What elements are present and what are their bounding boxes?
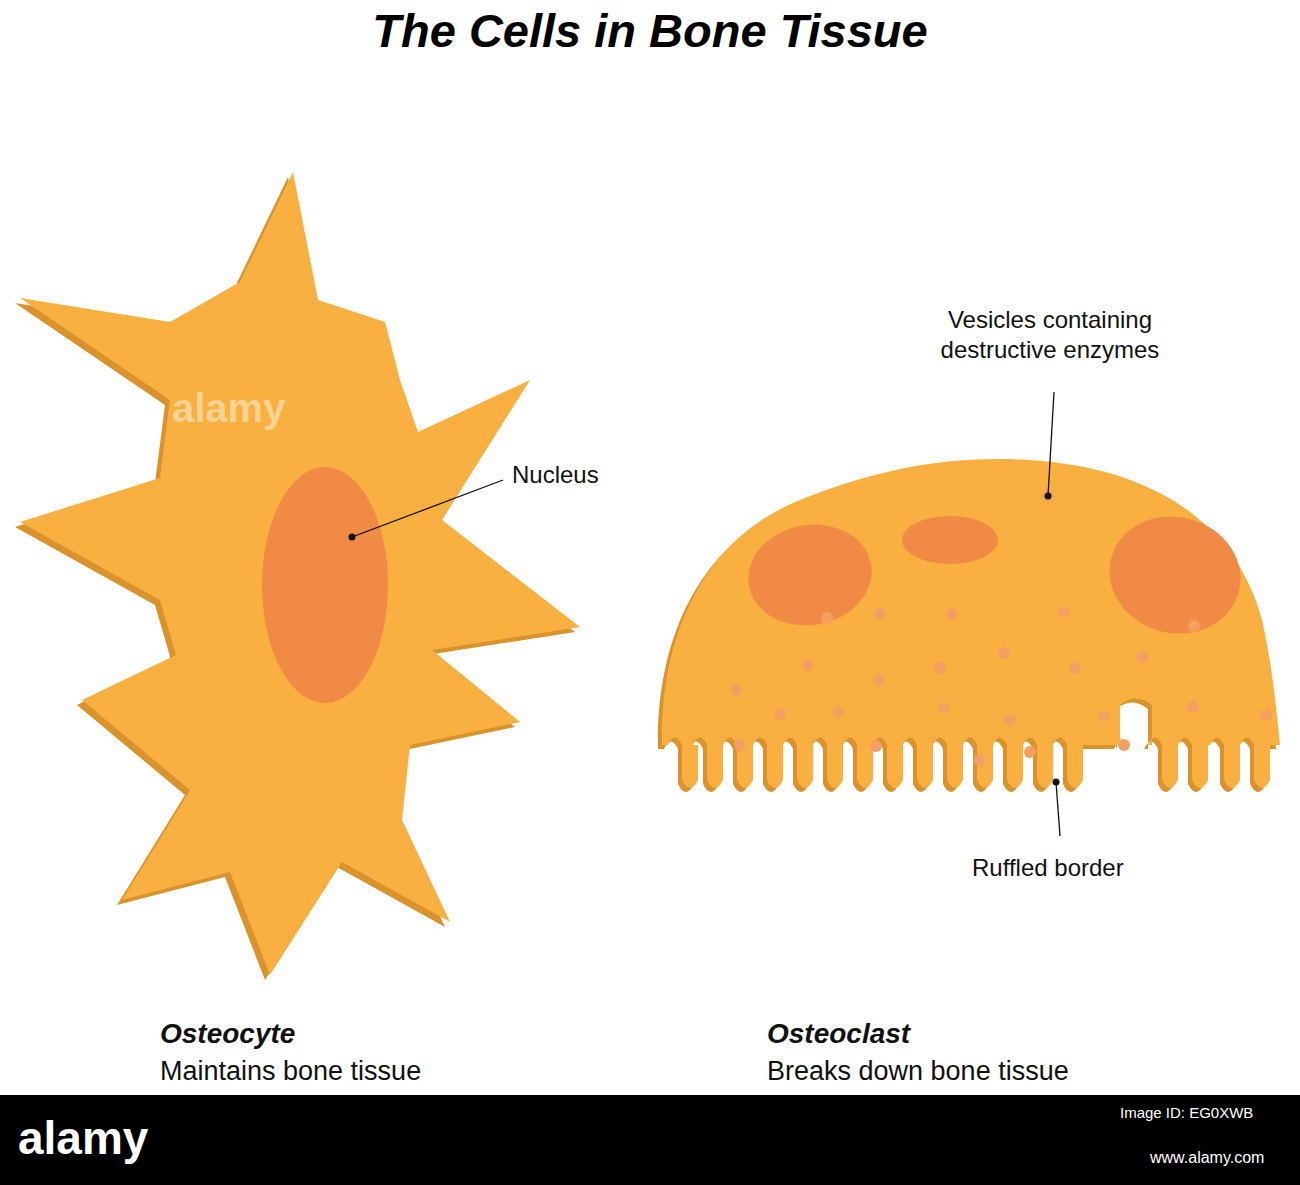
vesicle <box>1098 710 1110 722</box>
vesicle <box>802 659 814 671</box>
vesicle <box>946 608 958 620</box>
vesicle <box>730 684 742 696</box>
vesicle <box>1136 651 1148 663</box>
osteocyte-cell <box>15 172 580 980</box>
part-label: Vesicles containing destructive enzymes <box>905 305 1195 365</box>
vesicle <box>998 647 1010 659</box>
nucleus <box>740 515 879 635</box>
cell-function: Breaks down bone tissue <box>767 1055 1069 1089</box>
cell-function: Maintains bone tissue <box>160 1055 421 1089</box>
vesicle <box>1024 746 1036 758</box>
vesicle <box>870 740 882 752</box>
vesicle <box>734 739 746 751</box>
osteoclast-cell <box>658 459 1280 792</box>
vesicle <box>821 612 833 624</box>
vesicle <box>832 706 844 718</box>
nucleus <box>1096 502 1254 648</box>
cell-name: Osteoclast <box>767 1016 910 1051</box>
watermark: alamy <box>172 383 285 433</box>
part-label: Nucleus <box>512 460 599 490</box>
vesicle <box>1118 739 1130 751</box>
vesicle <box>872 674 884 686</box>
nucleus <box>262 467 388 703</box>
vesicle <box>1004 714 1016 726</box>
vesicle <box>774 708 786 720</box>
vesicle <box>1188 620 1200 632</box>
vesicle <box>934 662 946 674</box>
watermark-logo: alamy <box>18 1110 148 1168</box>
vesicle <box>1069 662 1081 674</box>
vesicle <box>1187 701 1199 713</box>
part-label: Ruffled border <box>972 853 1124 883</box>
vesicle <box>1260 709 1272 721</box>
vesicle <box>938 702 950 714</box>
leader-lines <box>349 392 1061 836</box>
title: The Cells in Bone Tissue <box>372 2 927 61</box>
vesicle <box>1058 606 1070 618</box>
nucleus <box>902 516 998 564</box>
watermark-url: www.alamy.com <box>1150 1148 1264 1168</box>
cell-name: Osteocyte <box>160 1016 295 1051</box>
vesicle <box>974 754 986 766</box>
watermark-id: Image ID: EG0XWB <box>1120 1104 1253 1123</box>
watermark-bar <box>0 1095 1300 1185</box>
vesicle <box>874 608 886 620</box>
